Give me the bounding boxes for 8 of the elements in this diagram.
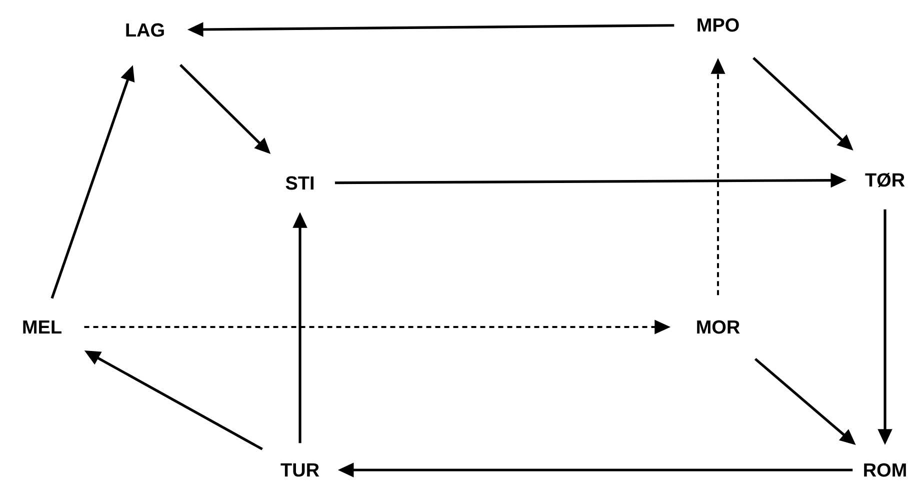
node-label: TUR (280, 463, 320, 477)
node-label: STI (286, 176, 314, 190)
node-label: MEL (23, 320, 62, 334)
node-label: MPO (698, 18, 739, 32)
node-label: LAG (126, 23, 164, 37)
node-label: ROM (864, 463, 906, 477)
node-label: TØR (865, 172, 905, 188)
node-label: MOR (697, 320, 740, 334)
